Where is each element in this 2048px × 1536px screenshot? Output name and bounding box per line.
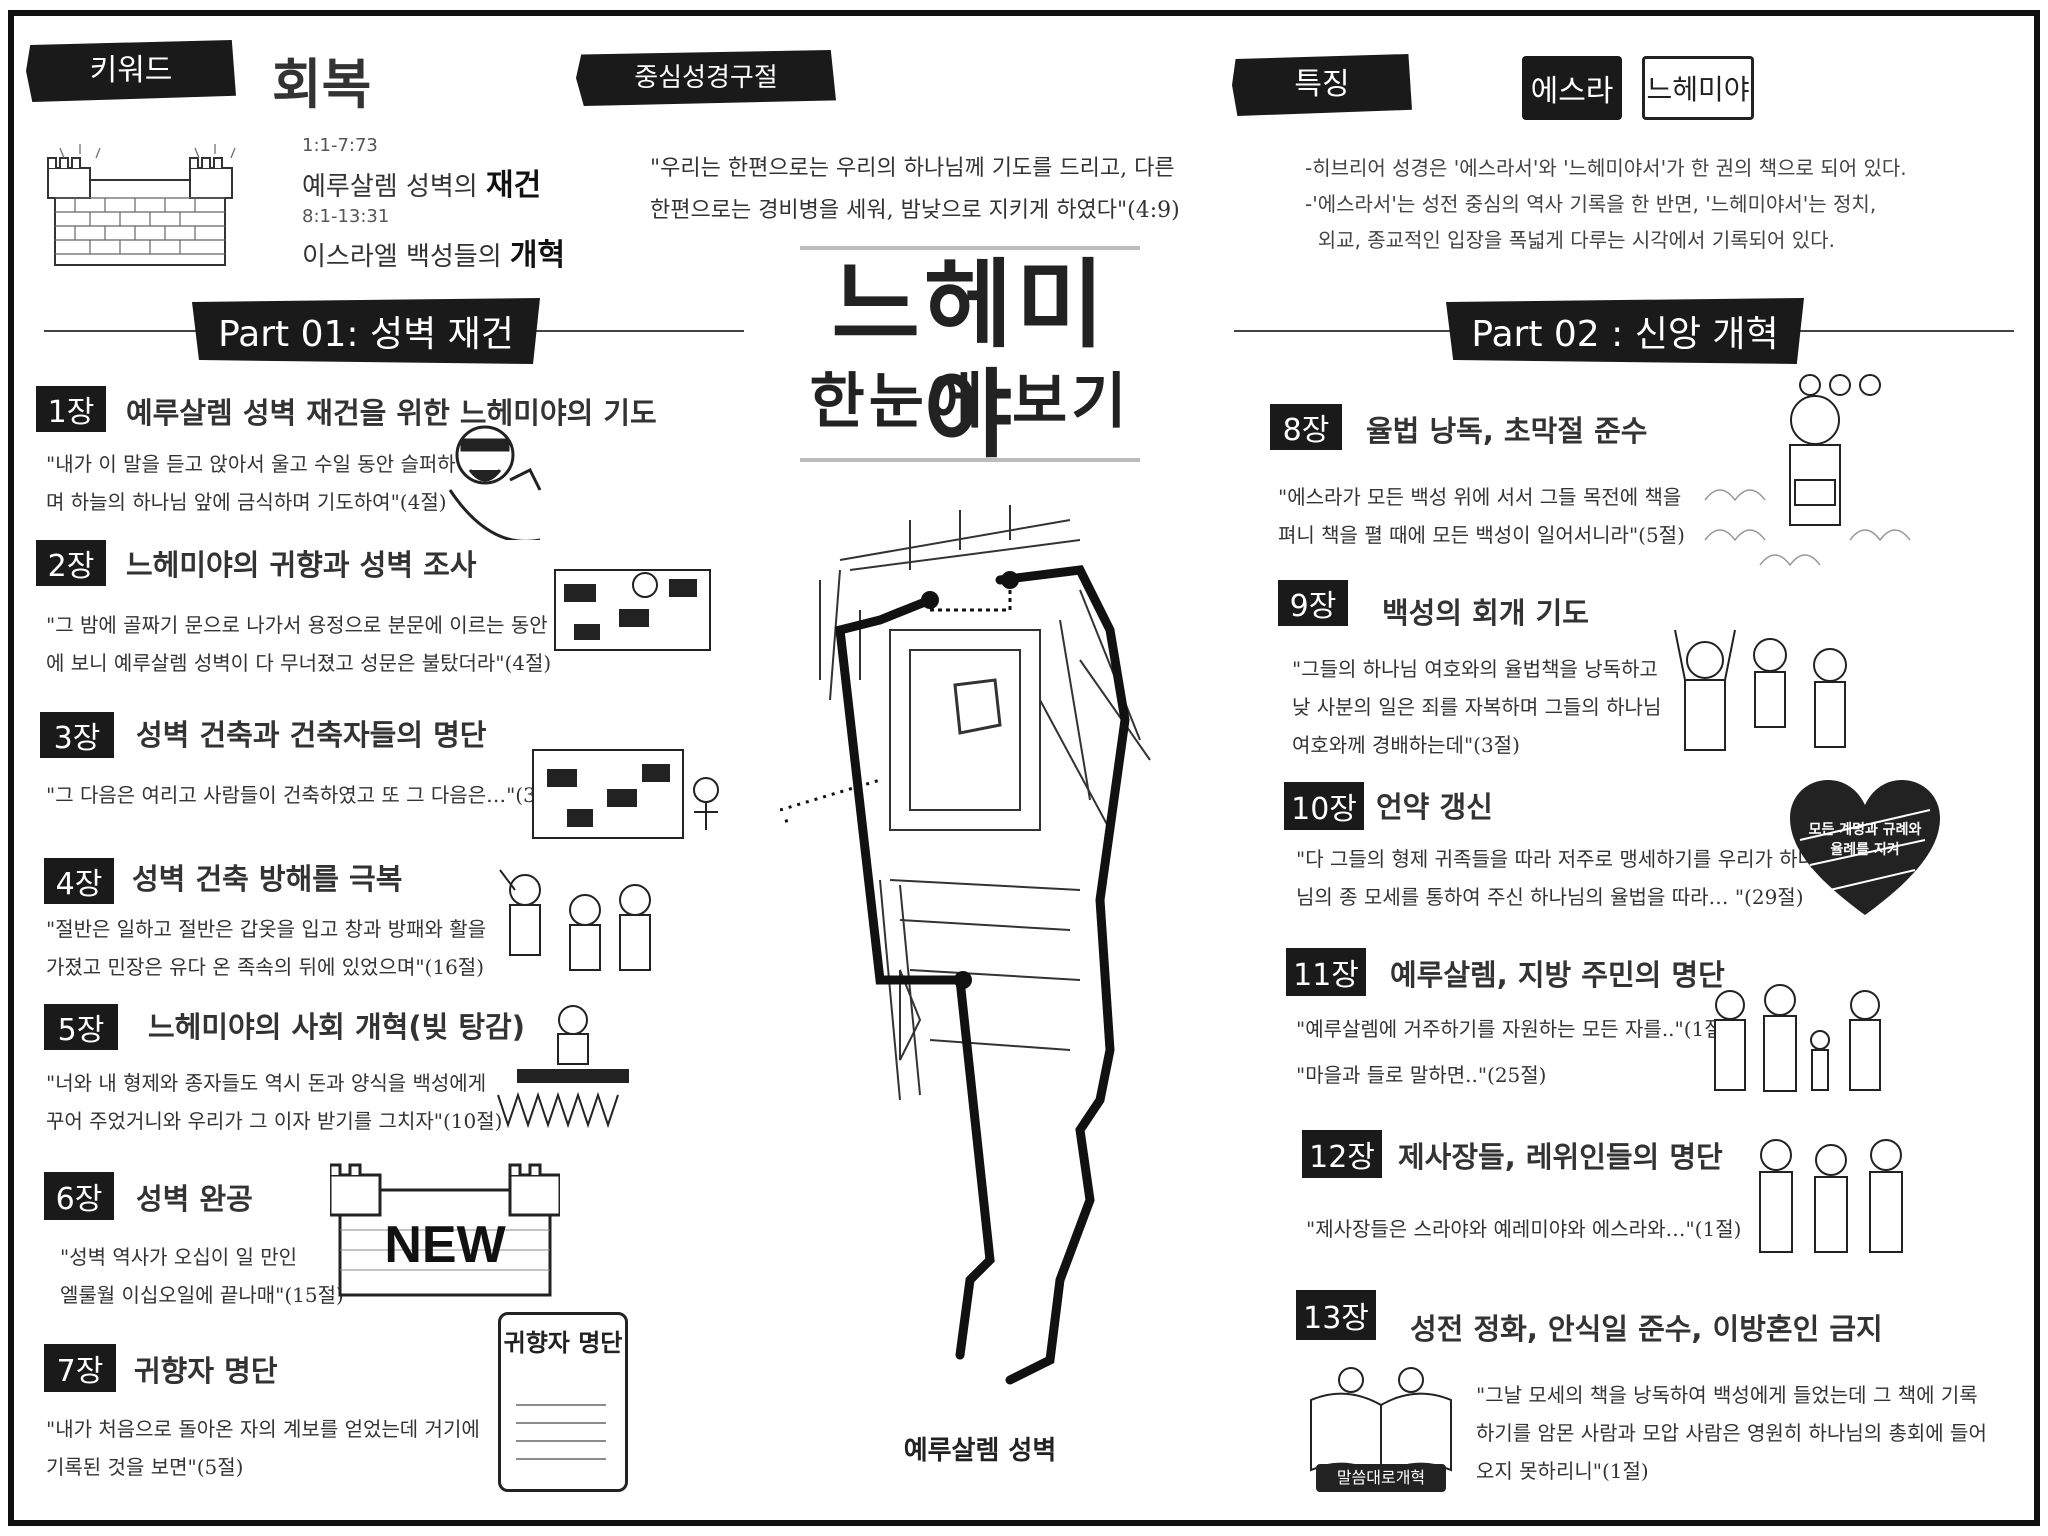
title-rule-top xyxy=(800,246,1140,250)
chapter-5-number: 5장 xyxy=(44,1004,118,1050)
chapter-11-quote-2: "마을과 들로 말하면.."(25절) xyxy=(1296,1063,1547,1087)
chapter-4-quote-1: "절반은 일하고 절반은 갑옷을 입고 창과 방패와 활을 xyxy=(46,917,487,941)
chapter-3-quote-1: "그 다음은 여리고 사람들이 건축하였고 또 그 다음은…"(3절) xyxy=(46,783,563,807)
part2-banner: Part 02 : 신앙 개혁 xyxy=(1446,298,1804,364)
chapter-11-number: 11장 xyxy=(1286,948,1366,996)
open-book-icon: 말씀대로개혁 xyxy=(1306,1360,1456,1494)
summary-text-1: 예루살렘 성벽의 재건 xyxy=(302,168,542,203)
chapter-6-quote-2: 엘룰월 이십오일에 끝나매"(15절) xyxy=(60,1283,344,1307)
feature-line-1: -히브리어 성경은 '에스라서'와 '느헤미야서'가 한 권의 책으로 되어 있… xyxy=(1305,156,1907,180)
chapter-6-title: 성벽 완공 xyxy=(136,1182,253,1216)
chapter-11-title: 예루살렘, 지방 주민의 명단 xyxy=(1390,958,1725,992)
chapter-10-title: 언약 갱신 xyxy=(1376,790,1493,824)
chapter-13-title: 성전 정화, 안식일 준수, 이방혼인 금지 xyxy=(1410,1312,1883,1346)
chapter-2-quote-1: "그 밤에 골짜기 문으로 나가서 용정으로 분문에 이르는 동안 xyxy=(46,613,548,637)
chapter-12-quote-1: "제사장들은 스라야와 예레미야와 에스라와…"(1절) xyxy=(1306,1217,1742,1241)
chapter-2-title: 느헤미야의 귀향과 성벽 조사 xyxy=(126,548,477,582)
features-label: 특징 xyxy=(1232,54,1412,116)
chapter-7-number: 7장 xyxy=(44,1344,116,1392)
scroll-title: 귀향자 명단 xyxy=(503,1329,623,1357)
residents-icon xyxy=(1714,984,1881,1092)
chapter-10-quote-1: "다 그들의 형제 귀족들을 따라 저주로 맹세하기를 우리가 하나 xyxy=(1296,847,1817,871)
scroll-icon: 귀향자 명단 xyxy=(498,1312,628,1492)
summary-range-1: 1:1-7:73 xyxy=(302,135,378,156)
chapter-7-quote-1: "내가 처음으로 돌아온 자의 계보를 얻었는데 거기에 xyxy=(46,1417,480,1441)
feature-line-2: -'에스라서'는 성전 중심의 역사 기록을 한 반면, '느헤미야서'는 정치… xyxy=(1305,192,1877,216)
wall-building-icon xyxy=(532,749,719,839)
new-wall-icon: NEW xyxy=(330,1160,560,1300)
chapter-8-quote-1: "에스라가 모든 백성 위에 서서 그들 목전에 책을 xyxy=(1278,485,1682,509)
summary-text-2: 이스라엘 백성들의 개혁 xyxy=(302,238,566,273)
repenting-people-icon xyxy=(1674,629,1847,751)
chapter-9-number: 9장 xyxy=(1278,580,1348,626)
jerusalem-wall-map xyxy=(780,505,1151,1385)
chapter-9-quote-1: "그들의 하나님 여호와의 율법책을 낭독하고 xyxy=(1292,657,1658,681)
chapter-8-quote-2: 펴니 책을 펼 때에 모든 백성이 일어서니라"(5절) xyxy=(1278,523,1685,547)
chapter-1-quote-2: 며 하늘의 하나님 앞에 금식하며 기도하여"(4절) xyxy=(46,490,447,514)
book-title: 느헤미야 xyxy=(831,249,1109,471)
title-rule-bottom xyxy=(800,458,1140,462)
praying-man-icon xyxy=(448,425,542,540)
keyword-label: 키워드 xyxy=(26,40,236,102)
chapter-5-quote-1: "너와 내 형제와 종자들도 역시 돈과 양식을 백성에게 xyxy=(46,1071,487,1095)
chapter-6-quote-1: "성벽 역사가 오십이 일 만인 xyxy=(60,1245,298,1269)
chapter-10-number: 10장 xyxy=(1284,782,1364,830)
chapter-13-quote-3: 오지 못하리니"(1절) xyxy=(1476,1459,1649,1483)
chapter-2-number: 2장 xyxy=(36,540,106,586)
chapter-4-quote-2: 가졌고 민장은 유다 온 족속의 뒤에 있었으며"(16절) xyxy=(46,955,484,979)
chapter-8-number: 8장 xyxy=(1270,404,1342,450)
priests-icon xyxy=(1759,1139,1903,1253)
chapter-2-quote-2: 에 보니 예루살렘 성벽이 다 무너졌고 성문은 불탔더라"(4절) xyxy=(46,651,552,675)
chapter-6-number: 6장 xyxy=(44,1172,114,1220)
ezra-reading-icon xyxy=(1704,374,1911,567)
chapter-3-title: 성벽 건축과 건축자들의 명단 xyxy=(136,718,487,752)
summary-range-2: 8:1-13:31 xyxy=(302,206,390,227)
chapter-5-title: 느헤미야의 사회 개혁(빚 탕감) xyxy=(148,1010,525,1044)
central-verse-label: 중심성경구절 xyxy=(576,50,836,106)
central-verse-line-2: 한편으로는 경비병을 세워, 밤낮으로 지키게 하였다"(4:9) xyxy=(650,198,1180,223)
keyword-value: 회복 xyxy=(272,53,372,116)
crowd-icon xyxy=(497,1005,629,1129)
map-label: 예루살렘 성벽 xyxy=(903,1436,1057,1466)
chapter-9-quote-2: 낮 사분의 일은 죄를 자복하며 그들의 하나님 xyxy=(1292,695,1662,719)
chapter-9-quote-3: 여호와께 경배하는데"(3절) xyxy=(1292,733,1520,757)
new-sign-text: NEW xyxy=(384,1216,506,1274)
feature-line-3: 외교, 종교적인 입장을 폭넓게 다루는 시각에서 기록되어 있다. xyxy=(1305,228,1835,252)
chapter-10-quote-2: 님의 종 모세를 통하여 주신 하나님의 율법을 따라… "(29절) xyxy=(1296,885,1804,909)
book-ezra: 에스라 xyxy=(1522,56,1622,120)
broken-wall-icon xyxy=(554,569,711,651)
heart-text: 모든 계명과 규례와 율례를 지켜 xyxy=(1808,822,1922,858)
chapter-12-number: 12장 xyxy=(1302,1130,1382,1178)
chapter-1-number: 1장 xyxy=(36,386,106,432)
chapter-13-number: 13장 xyxy=(1296,1290,1376,1340)
wall-icon xyxy=(47,144,236,266)
chapter-1-quote-1: "내가 이 말을 듣고 앉아서 울고 수일 동안 슬퍼하 xyxy=(46,452,456,476)
chapter-12-title: 제사장들, 레위인들의 명단 xyxy=(1398,1140,1723,1174)
heart-icon: 모든 계명과 규례와 율례를 지켜 xyxy=(1790,780,1940,920)
book-subtitle: 한눈에 보기 xyxy=(809,367,1131,437)
book-banner-text: 말씀대로개혁 xyxy=(1316,1464,1446,1492)
chapter-3-number: 3장 xyxy=(40,712,114,758)
chapter-4-number: 4장 xyxy=(44,858,114,904)
chapter-13-quote-1: "그날 모세의 책을 낭독하여 백성에게 들었는데 그 책에 기록 xyxy=(1476,1383,1978,1407)
guards-icon xyxy=(499,869,651,971)
part1-banner: Part 01: 성벽 재건 xyxy=(192,298,540,364)
chapter-9-title: 백성의 회개 기도 xyxy=(1382,596,1589,630)
central-verse-line-1: "우리는 한편으로는 우리의 하나님께 기도를 드리고, 다른 xyxy=(650,156,1175,181)
chapter-7-quote-2: 기록된 것을 보면"(5절) xyxy=(46,1455,244,1479)
chapter-4-title: 성벽 건축 방해를 극복 xyxy=(132,862,403,896)
chapter-8-title: 율법 낭독, 초막절 준수 xyxy=(1366,414,1648,448)
chapter-1-title: 예루살렘 성벽 재건을 위한 느헤미야의 기도 xyxy=(126,396,657,430)
chapter-11-quote-1: "예루살렘에 거주하기를 자원하는 모든 자를.."(1절) xyxy=(1296,1017,1731,1041)
chapter-5-quote-2: 꾸어 주었거니와 우리가 그 이자 받기를 그치자"(10절) xyxy=(46,1109,503,1133)
book-nehemiah: 느헤미야 xyxy=(1642,56,1754,120)
chapter-13-quote-2: 하기를 암몬 사람과 모압 사람은 영원히 하나님의 총회에 들어 xyxy=(1476,1421,1987,1445)
chapter-7-title: 귀향자 명단 xyxy=(134,1354,278,1388)
